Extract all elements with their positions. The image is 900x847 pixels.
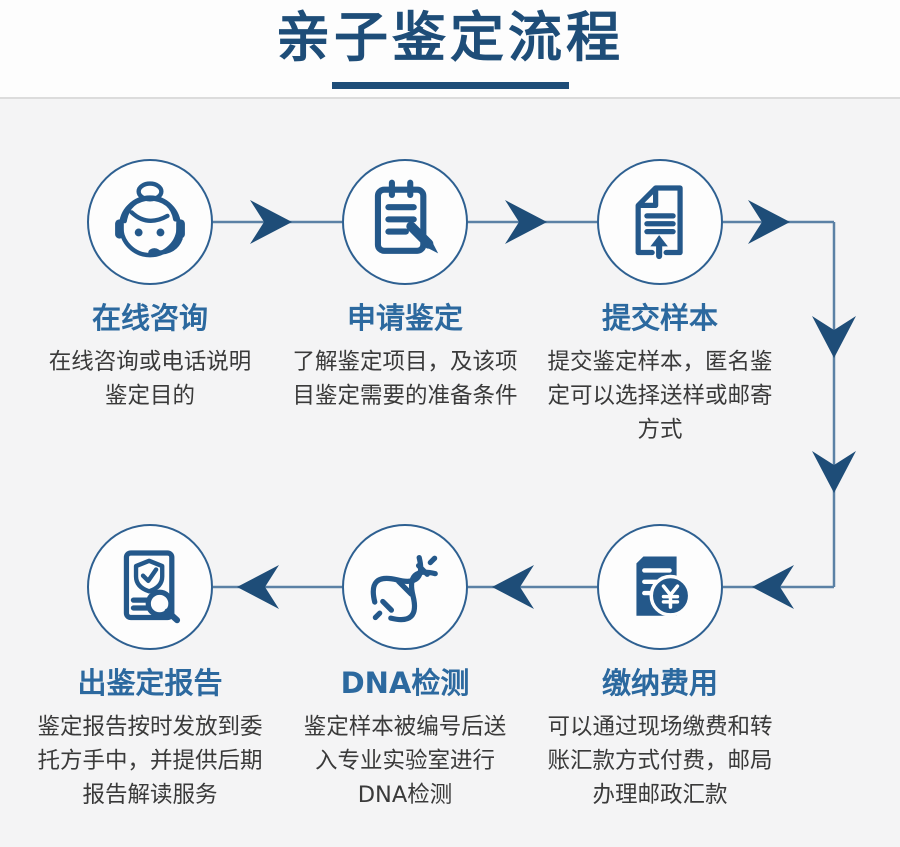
step-description: 提交鉴定样本，匿名鉴 定可以选择送样或邮寄 方式: [547, 349, 773, 443]
step-submit-sample: 提交样本 提交鉴定样本，匿名鉴 定可以选择送样或邮寄 方式: [525, 159, 795, 447]
step-report: 出鉴定报告 鉴定报告按时发放到委 托方手中，并提供后期 报告解读服务: [15, 524, 285, 812]
step-circle: [342, 524, 468, 650]
arrow-down-icon: [812, 316, 856, 358]
clipboard-pen-icon: [374, 179, 439, 254]
step-pay-fee: 缴纳费用 可以通过现场缴费和转 账汇款方式付费，邮局 办理邮政汇款: [525, 524, 795, 812]
step-title: DNA检测: [340, 666, 470, 700]
step-circle: [87, 524, 213, 650]
step-description: 鉴定样本被编号后送 入专业实验室进行 DNA检测: [303, 714, 507, 808]
step-circle: [87, 159, 213, 285]
bill-yuan-icon: [636, 556, 692, 617]
report-check-icon: [123, 550, 181, 624]
step-title: 在线咨询: [91, 301, 208, 335]
step-title: 申请鉴定: [346, 301, 463, 335]
arrow-down-icon: [812, 451, 856, 493]
customer-service-icon: [115, 181, 185, 258]
dna-icon: [370, 555, 438, 623]
step-description: 可以通过现场缴费和转 账汇款方式付费，邮局 办理邮政汇款: [547, 714, 773, 808]
step-description: 在线咨询或电话说明 鉴定目的: [48, 349, 252, 409]
page-title: 亲子鉴定流程: [276, 6, 624, 69]
document-upload-icon: [635, 185, 683, 260]
step-online-consult: 在线咨询 在线咨询或电话说明 鉴定目的: [15, 159, 285, 413]
step-title: 提交样本: [601, 301, 718, 335]
step-circle: [342, 159, 468, 285]
step-apply: 申请鉴定 了解鉴定项目，及该项 目鉴定需要的准备条件: [270, 159, 540, 413]
step-circle: [597, 524, 723, 650]
step-circle: [597, 159, 723, 285]
header: 亲子鉴定流程: [0, 0, 900, 99]
step-description: 了解鉴定项目，及该项 目鉴定需要的准备条件: [292, 349, 518, 409]
step-title: 缴纳费用: [601, 666, 718, 700]
step-dna-test: DNA检测 鉴定样本被编号后送 入专业实验室进行 DNA检测: [270, 524, 540, 812]
step-description: 鉴定报告按时发放到委 托方手中，并提供后期 报告解读服务: [37, 714, 263, 808]
step-title: 出鉴定报告: [77, 666, 223, 700]
title-underline: [331, 82, 569, 89]
